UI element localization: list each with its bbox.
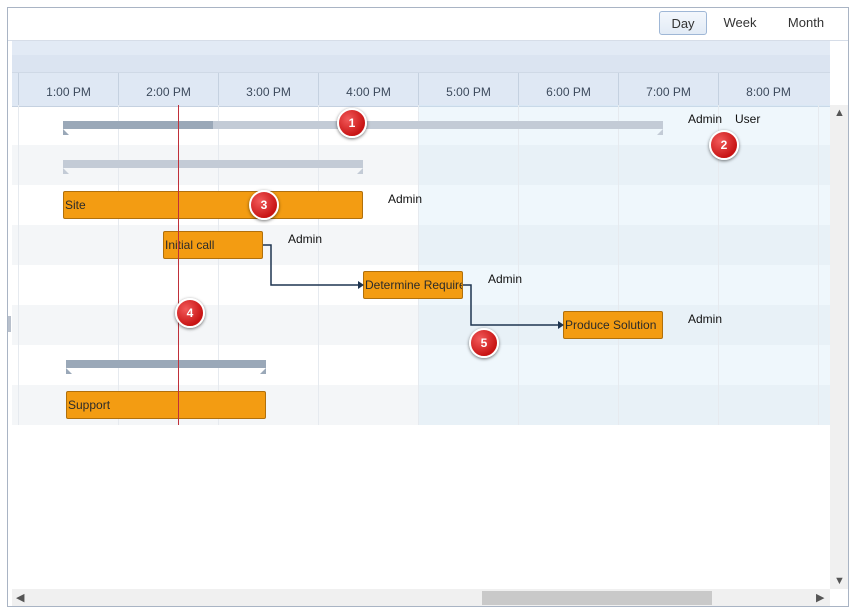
month-view-button[interactable]: Month	[787, 15, 825, 30]
summary-end-marker	[357, 168, 363, 174]
resource-label: Admin	[488, 272, 523, 286]
non-working-hours	[418, 105, 830, 425]
scroll-up-icon[interactable]: ▲	[834, 107, 845, 119]
callout-badge: 2	[709, 130, 739, 160]
time-tick: 2:00 PM	[118, 73, 218, 106]
scroll-down-icon[interactable]: ▼	[834, 575, 845, 587]
dependency-connectors	[263, 244, 564, 329]
view-toolbar: Day Week Month	[8, 8, 848, 41]
dependency-line	[263, 244, 358, 286]
resource-label: Admin	[688, 312, 723, 326]
dependency-line	[463, 284, 558, 326]
task-bar-site[interactable]: Site	[63, 191, 363, 219]
horizontal-scrollbar[interactable]: ◀ ▶	[12, 589, 830, 606]
header-band-middle	[12, 55, 830, 72]
day-view-button[interactable]: Day	[659, 11, 707, 35]
task-bar-initial-call[interactable]: Initial call	[163, 231, 263, 259]
resource-label: User	[735, 112, 761, 126]
grid-row	[12, 225, 830, 265]
summary-start-marker	[63, 168, 69, 174]
resource-label: Admin	[288, 232, 323, 246]
grid-line	[718, 105, 719, 425]
time-tick: 1:00 PM	[18, 73, 118, 106]
summary-task-bar[interactable]	[63, 160, 363, 174]
grid-line	[818, 105, 819, 425]
grid-line	[618, 105, 619, 425]
grid-line	[318, 105, 319, 425]
summary-end-marker	[260, 368, 266, 374]
callout-badge: 5	[469, 328, 499, 358]
summary-task-bar[interactable]	[66, 360, 266, 374]
grid-line	[518, 105, 519, 425]
resource-label: Admin	[388, 192, 423, 206]
week-view-button[interactable]: Week	[723, 15, 757, 30]
vertical-scrollbar[interactable]: ▲ ▼	[830, 105, 848, 589]
time-tick: 3:00 PM	[218, 73, 318, 106]
grid-line	[18, 105, 19, 425]
summary-start-marker	[66, 368, 72, 374]
task-bar-support[interactable]: Support	[66, 391, 266, 419]
task-bar-produce-solution[interactable]: Produce Solution	[563, 311, 663, 339]
time-tick: 6:00 PM	[518, 73, 618, 106]
summary-end-marker	[657, 129, 663, 135]
gantt-window: Day Week Month 1:00 PM 2:00 PM 3:00 PM 4…	[7, 7, 849, 607]
resource-label: Admin	[688, 112, 723, 126]
dependency-arrowhead	[558, 321, 564, 329]
dependency-arrowhead	[358, 281, 364, 289]
summary-start-marker	[63, 129, 69, 135]
timeline-header: 1:00 PM 2:00 PM 3:00 PM 4:00 PM 5:00 PM …	[12, 72, 830, 107]
pane-splitter[interactable]	[8, 316, 11, 332]
grid-line	[118, 105, 119, 425]
scroll-left-icon[interactable]: ◀	[16, 592, 25, 604]
time-tick: 8:00 PM	[718, 73, 818, 106]
grid-line	[418, 105, 419, 425]
horizontal-scroll-thumb[interactable]	[482, 591, 712, 605]
time-tick: 5:00 PM	[418, 73, 518, 106]
grid-row	[12, 305, 830, 345]
time-tick: 4:00 PM	[318, 73, 418, 106]
time-tick: 7:00 PM	[618, 73, 718, 106]
callout-badge: 3	[249, 190, 279, 220]
callout-badge: 1	[337, 108, 367, 138]
grid-line	[218, 105, 219, 425]
scroll-right-icon[interactable]: ▶	[816, 592, 825, 604]
header-band-top	[12, 41, 830, 55]
current-time-indicator	[178, 105, 179, 425]
summary-progress	[63, 121, 213, 129]
task-bar-determine-requirements[interactable]: Determine Require	[363, 271, 463, 299]
callout-badge: 4	[175, 298, 205, 328]
